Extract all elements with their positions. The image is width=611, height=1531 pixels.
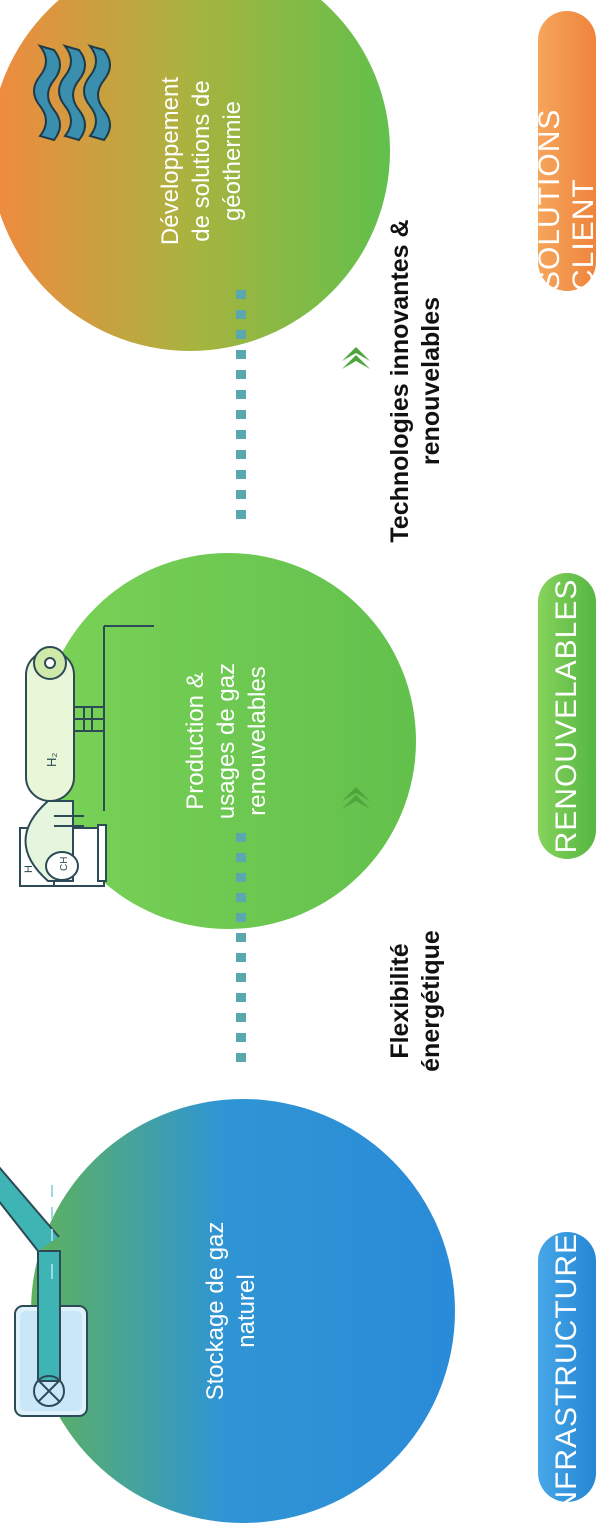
- connector-line: Flexibilité: [386, 943, 414, 1059]
- category-pill-solutions-client: SOLUTIONS CLIENT: [533, 11, 600, 291]
- node-line: naturel: [233, 1274, 260, 1348]
- dotted-connector-1: [236, 833, 246, 1062]
- category-pill-infrastructures: INFRASTRUCTURES: [538, 1212, 596, 1522]
- node-line: de solutions de: [188, 80, 215, 242]
- node-line: Stockage de gaz: [202, 1221, 229, 1401]
- connector-label-technologies: Technologies innovantes & renouvelables: [385, 211, 447, 551]
- circle-geothermie: [0, 0, 390, 351]
- gas-storage-icon: [0, 1165, 88, 1417]
- node-stockage-label: Stockage de gaz naturel: [200, 1201, 262, 1421]
- connector-line: Technologies innovantes &: [386, 219, 414, 543]
- connector-line: énergétique: [417, 930, 445, 1072]
- circle-stockage: [31, 1099, 455, 1523]
- category-pill-renouvelables: RENOUVELABLES: [538, 573, 596, 859]
- node-line: Développement: [157, 76, 184, 246]
- node-line: usages de gaz: [213, 662, 240, 820]
- node-geothermie-label: Développement de solutions de géothermie: [155, 41, 248, 281]
- node-line: Production &: [182, 672, 209, 810]
- node-production-label: Production & usages de gaz renouvelables: [180, 611, 273, 871]
- connector-label-flexibilite: Flexibilité énergétique: [385, 911, 447, 1091]
- chevron-right-icon: [342, 347, 370, 369]
- chevron-right-icon: [342, 787, 370, 809]
- h2-label: H: [23, 865, 35, 873]
- h2-tank-label: H₂: [44, 753, 59, 767]
- node-line: géothermie: [219, 100, 246, 222]
- geothermal-heat-icon: [33, 44, 111, 142]
- dotted-connector-2: [236, 290, 246, 519]
- renewable-gas-tanks-icon: CH H H₂: [19, 625, 154, 887]
- connector-line: renouvelables: [417, 296, 445, 466]
- circle-production: [40, 553, 416, 929]
- ch4-label: CH: [59, 857, 70, 871]
- node-line: renouvelables: [244, 666, 271, 816]
